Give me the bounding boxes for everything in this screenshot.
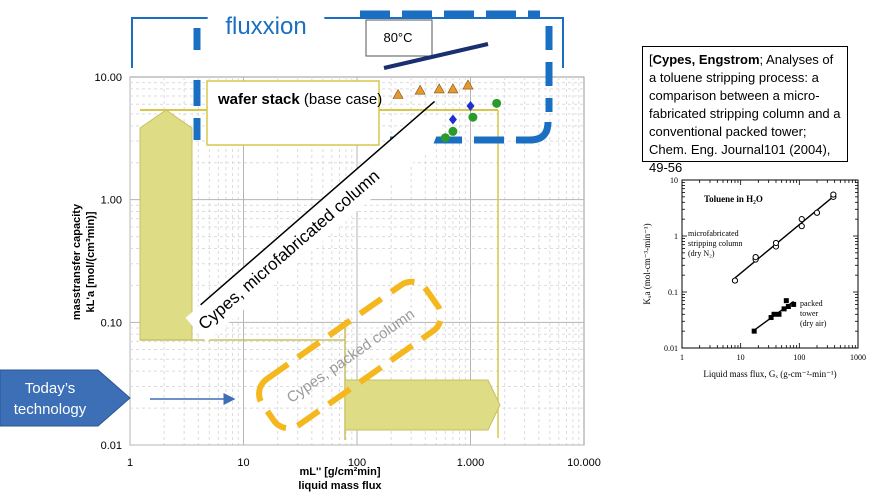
inset-ticks	[681, 180, 858, 349]
y-axis-label-line2: kL'a [mol/(cm³min)]	[85, 211, 97, 312]
inset-packed-label-3: (dry air)	[800, 319, 827, 328]
triangle-marker	[447, 83, 459, 94]
temperature-box	[365, 19, 433, 57]
micro-column-band	[139, 109, 345, 341]
circle-marker	[448, 126, 458, 136]
wafer-stack-bold: wafer stack	[217, 91, 300, 108]
inset-markers	[731, 191, 837, 334]
y-tick-label: 0.10	[101, 317, 122, 329]
inset-y-tick-label: 0.01	[664, 344, 678, 353]
circle-marker	[492, 98, 502, 108]
circle-marker	[440, 133, 450, 143]
y-tick-label: 1.00	[101, 195, 122, 207]
todays-technology-arrow: Today’s technology	[0, 369, 236, 427]
inset-micro-label-3: (dry N₂)	[688, 249, 715, 258]
inset-open-marker	[798, 216, 805, 223]
x-tick-label: 1	[127, 457, 133, 469]
inset-filled-marker	[768, 315, 774, 321]
inset-filled-marker	[791, 301, 797, 307]
inset-y-tick-label: 1	[674, 232, 678, 241]
inset-x-tick-label: 100	[793, 353, 805, 362]
inset-packed-label-1: packed	[800, 299, 823, 308]
todays-technology-line1: Today’s	[25, 380, 76, 397]
inset-micro-label-2: stripping column	[688, 239, 742, 248]
triangle-marker	[433, 83, 445, 94]
inset-filled-marker	[783, 298, 789, 304]
x-tick-label: 10.000	[567, 457, 601, 469]
inset-filled-marker	[781, 306, 787, 312]
inset-open-marker	[752, 253, 759, 261]
main-chart: 1 10 100 1.000 10.000 0.01 0.10 1.00 10.00 mL''…	[0, 10, 601, 492]
inset-y-tick-labels: 0.01 0.1 1 10	[664, 176, 678, 353]
wafer-stack-box	[206, 80, 380, 146]
circle-marker	[468, 112, 478, 122]
inset-open-marker	[813, 209, 821, 216]
inset-x-tick-labels: 1 10 100 1000	[680, 353, 866, 362]
inset-packed-label-2: tower	[800, 309, 819, 318]
inset-y-tick-label: 10	[670, 176, 678, 185]
y-axis-label-line1: masstransfer capacity	[71, 203, 83, 320]
y-tick-label: 10.00	[94, 72, 122, 84]
triangle-marker	[414, 84, 426, 95]
todays-technology-line2: technology	[14, 401, 87, 418]
diamond-marker	[448, 114, 457, 125]
x-axis-symbol: mL'' [g/cm²min]	[299, 466, 380, 478]
inset-y-axis-label: Kₓa (mol-cm⁻³-min⁻¹)	[642, 223, 652, 304]
inset-x-tick-label: 1000	[850, 353, 866, 362]
inset-open-marker	[798, 223, 805, 230]
inset-x-tick-label: 1	[680, 353, 684, 362]
x-axis-label: liquid mass flux	[298, 480, 382, 492]
inset-filled-marker	[771, 311, 777, 317]
inset-open-marker	[830, 191, 837, 198]
reference-authors: Cypes, Engstrom	[652, 52, 760, 67]
temperature-label: 80°C	[383, 30, 412, 45]
y-tick-label: 0.01	[101, 440, 122, 452]
temperature-line	[383, 42, 489, 70]
inset-x-axis-label: Liquid mass flux, Gₓ (g-cm⁻²-min⁻¹)	[703, 369, 836, 379]
wafer-stack-label: wafer stack (base case)	[217, 91, 382, 108]
inset-x-tick-label: 10	[737, 353, 745, 362]
inset-filled-marker	[776, 311, 782, 317]
triangle-marker	[462, 79, 474, 90]
inset-y-tick-label: 0.1	[668, 288, 678, 297]
inset-plot-area	[681, 179, 859, 349]
reference-bracket: [	[649, 52, 653, 67]
x-tick-label: 10	[237, 457, 249, 469]
y-tick-labels: 0.01 0.10 1.00 10.00	[94, 72, 122, 452]
fluxxion-logo: fluxxion	[225, 13, 306, 40]
inset-filled-marker	[785, 304, 791, 310]
reference-text: ; Analyses of a toluene stripping proces…	[649, 52, 841, 175]
x-tick-labels: 1 10 100 1.000 10.000	[127, 457, 601, 469]
packed-column-band	[344, 320, 501, 440]
triangle-marker	[392, 88, 404, 99]
inset-open-marker	[731, 277, 739, 284]
x-tick-label: 100	[348, 457, 366, 469]
inset-open-marker	[772, 239, 780, 247]
inset-micro-label-1: microfabricated	[688, 229, 739, 238]
wafer-stack-rest: (base case)	[300, 91, 383, 108]
diamond-marker	[466, 101, 475, 112]
x-tick-label: 1.000	[457, 457, 485, 469]
inset-chart: 1 10 100 1000 0.01 0.1 1 10 Toluene in H₂O mic…	[642, 176, 866, 379]
inset-filled-marker	[751, 328, 757, 334]
reference-citation: [Cypes, Engstrom; Analyses of a toluene …	[642, 46, 848, 175]
inset-title: Toluene in H₂O	[704, 194, 763, 204]
